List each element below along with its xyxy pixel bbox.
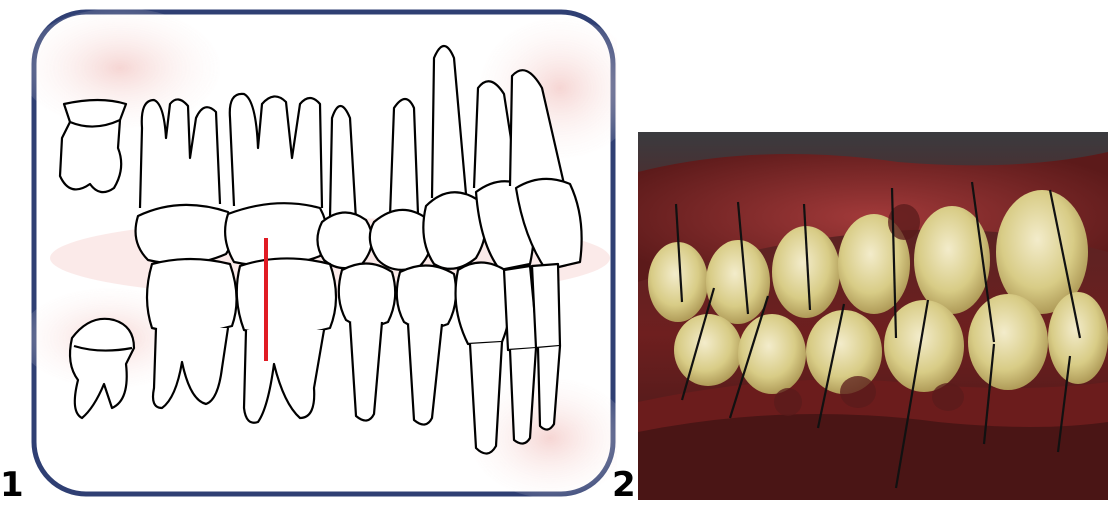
- intraoral-photo-panel: [638, 132, 1108, 500]
- upper-molar-icon: [225, 94, 327, 266]
- dental-diagram-panel: [30, 8, 617, 498]
- panel-label-1: 1: [0, 468, 24, 502]
- panel-label-2: 2: [612, 468, 636, 502]
- upper-third-molar-icon: [60, 100, 126, 192]
